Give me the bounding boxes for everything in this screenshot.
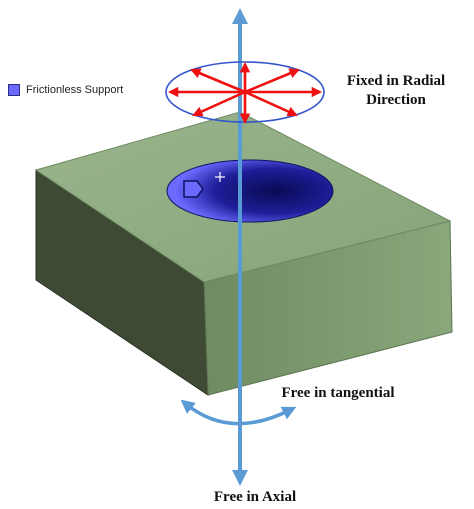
radial-caption-line2: Direction [366,92,426,108]
crosshair-icon [215,172,225,182]
legend-label: Frictionless Support [26,84,124,96]
hole [166,159,334,223]
probe-marker-icon [183,180,204,198]
axial-caption: Free in Axial [213,489,297,505]
frictionless-support-swatch-icon [8,84,20,96]
tangential-caption: Free in tangential [281,385,395,401]
legend: Frictionless Support [8,84,123,96]
tangential-arrow [180,399,297,426]
radial-caption: Fixed in Radial Direction [330,72,462,110]
radial-caption-line1: Fixed in Radial [346,73,446,89]
radial-arrows [167,61,323,125]
